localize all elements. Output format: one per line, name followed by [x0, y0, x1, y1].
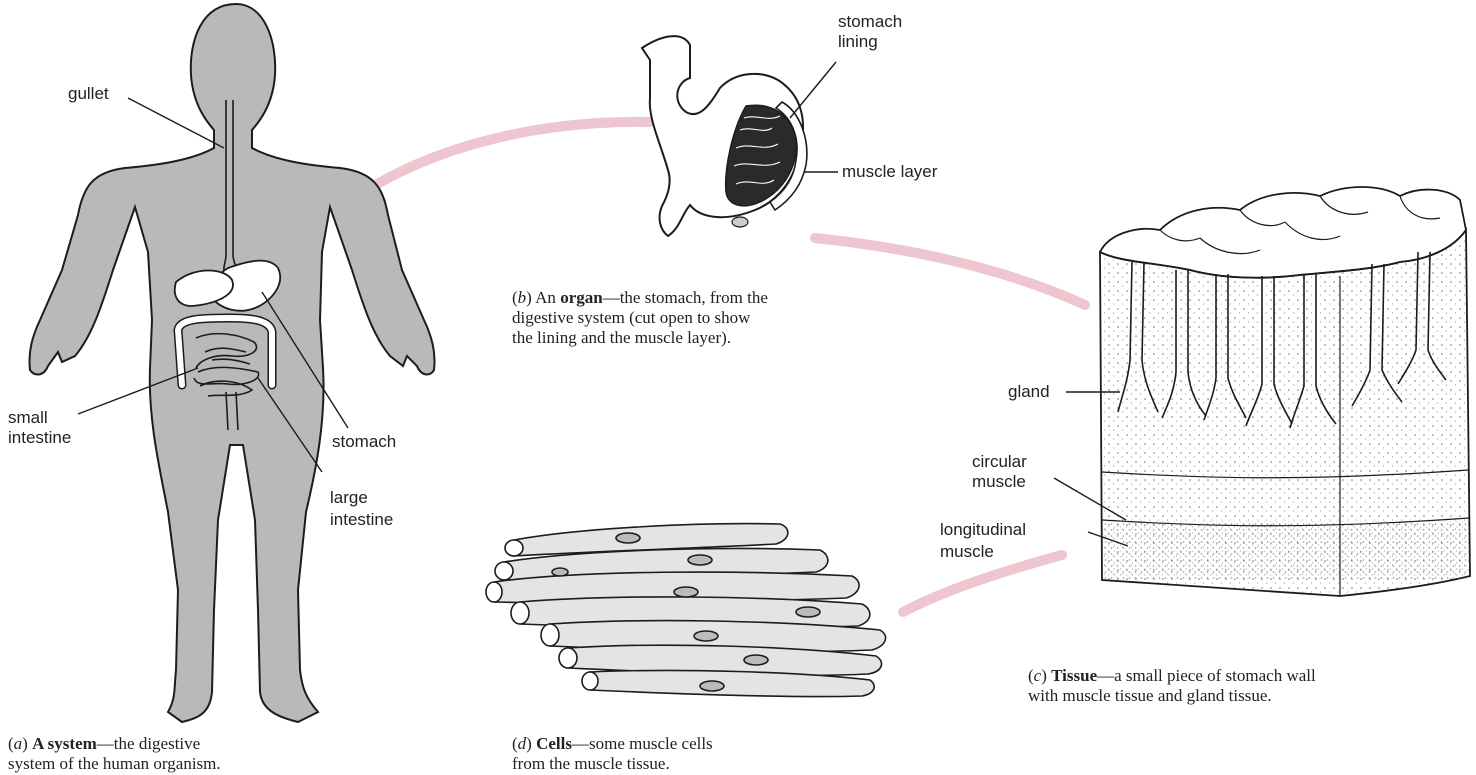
caption-b-line3: the lining and the muscle layer).	[512, 328, 731, 347]
muscle-cells	[486, 524, 886, 697]
arrow-c-to-d	[903, 555, 1062, 612]
stomach-organ-drawing	[642, 36, 807, 236]
caption-d-line2: from the muscle tissue.	[512, 754, 670, 773]
label-stomach: stomach	[332, 432, 396, 452]
caption-c-line2: with muscle tissue and gland tissue.	[1028, 686, 1272, 705]
label-stomach-lining-line1: stomach	[838, 12, 902, 32]
stomach-cut-piece	[732, 217, 748, 227]
label-small-intestine-line2: intestine	[8, 428, 71, 448]
caption-b-text: —the stomach, from the	[603, 288, 768, 307]
label-large-intestine-line1: large	[330, 488, 368, 508]
tissue-block	[1100, 187, 1470, 596]
caption-d-letter: d	[518, 734, 527, 753]
arrow-a-to-b	[345, 122, 650, 205]
caption-c-term: Tissue	[1051, 666, 1097, 685]
body-silhouette	[29, 4, 434, 722]
label-gullet: gullet	[68, 84, 109, 104]
caption-c-letter: c	[1034, 666, 1042, 685]
longitudinal-muscle-band	[1103, 521, 1468, 579]
label-longitudinal-muscle-line1: longitudinal	[940, 520, 1026, 540]
caption-d: (d) Cells—some muscle cells from the mus…	[512, 734, 842, 774]
label-gland: gland	[1008, 382, 1050, 402]
caption-d-text: —some muscle cells	[572, 734, 713, 753]
caption-d-term: Cells	[536, 734, 572, 753]
caption-b-term: organ	[560, 288, 603, 307]
caption-a-line2: system of the human organism.	[8, 754, 221, 773]
label-large-intestine-line2: intestine	[330, 510, 393, 530]
label-circular-muscle-line2: muscle	[972, 472, 1026, 492]
caption-b-prefix: An	[532, 288, 560, 307]
caption-c-text: —a small piece of stomach wall	[1097, 666, 1316, 685]
caption-b-line2: digestive system (cut open to show	[512, 308, 750, 327]
caption-b-letter: b	[518, 288, 527, 307]
caption-a-letter: a	[14, 734, 23, 753]
label-small-intestine-line1: small	[8, 408, 48, 428]
human-figure	[29, 4, 434, 722]
label-stomach-lining-line2: lining	[838, 32, 878, 52]
label-longitudinal-muscle-line2: muscle	[940, 542, 994, 562]
caption-c: (c) Tissue—a small piece of stomach wall…	[1028, 666, 1468, 706]
caption-a: (a) A system—the digestive system of the…	[8, 734, 338, 774]
caption-a-text: —the digestive	[97, 734, 200, 753]
caption-a-term: A system	[32, 734, 97, 753]
caption-b: (b) An organ—the stomach, from the diges…	[512, 288, 912, 348]
label-circular-muscle-line1: circular	[972, 452, 1027, 472]
label-muscle-layer: muscle layer	[842, 162, 937, 182]
